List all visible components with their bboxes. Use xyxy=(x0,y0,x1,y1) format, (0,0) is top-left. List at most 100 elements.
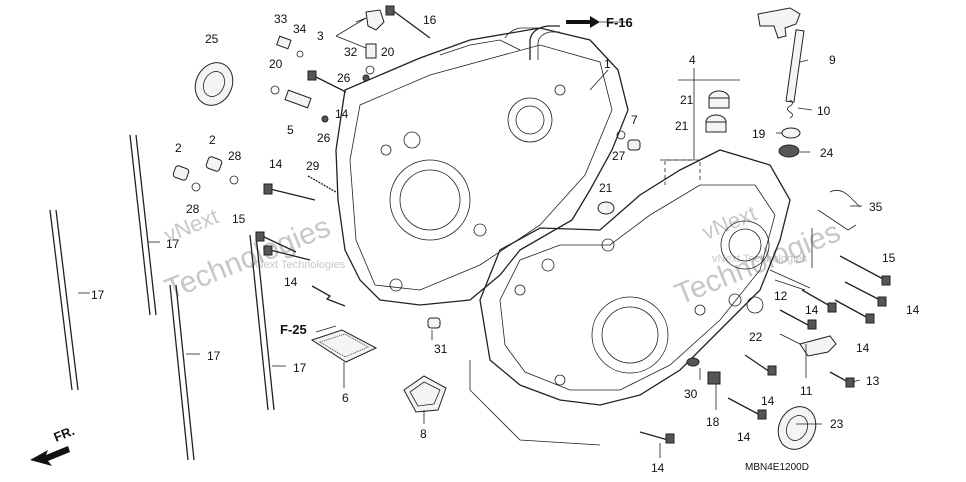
spring-10 xyxy=(787,99,793,119)
part-label-14[interactable]: 14 xyxy=(761,394,775,408)
part-label-27[interactable]: 27 xyxy=(612,149,626,163)
pin-33 xyxy=(276,35,292,50)
watermark-right-mid: vNext Technologies xyxy=(712,253,808,265)
part-label-4[interactable]: 4 xyxy=(689,53,696,67)
left-crankcase xyxy=(335,25,629,306)
fr-label: FR. xyxy=(52,423,77,445)
part-label-28[interactable]: 28 xyxy=(228,149,242,163)
part-label-16[interactable]: 16 xyxy=(423,13,437,27)
oil-seal-23 xyxy=(777,406,817,450)
seal-22 xyxy=(746,296,764,314)
part-label-17[interactable]: 17 xyxy=(166,237,180,251)
part-label-29[interactable]: 29 xyxy=(306,159,320,173)
part-label-30[interactable]: 30 xyxy=(684,387,698,401)
part-label-18[interactable]: 18 xyxy=(706,415,720,429)
part-label-34[interactable]: 34 xyxy=(293,22,307,36)
part-label-14[interactable]: 14 xyxy=(737,430,751,444)
leader-lines xyxy=(78,17,862,458)
o-ring-28-right xyxy=(229,175,239,185)
part-label-35[interactable]: 35 xyxy=(869,200,883,214)
part-label-11[interactable]: 11 xyxy=(800,384,813,398)
part-label-17[interactable]: 17 xyxy=(293,361,307,375)
dowel-2-left xyxy=(172,165,190,181)
right-crankcase xyxy=(479,149,791,406)
part-label-12[interactable]: 12 xyxy=(774,289,788,303)
part-label-8[interactable]: 8 xyxy=(420,427,427,441)
part-label-21[interactable]: 21 xyxy=(680,93,694,107)
bearing-21-low xyxy=(597,201,615,215)
o-ring-27 xyxy=(616,130,626,140)
part-label-14[interactable]: 14 xyxy=(856,341,870,355)
case-boundary-dashed xyxy=(664,159,701,185)
part-label-22[interactable]: 22 xyxy=(749,330,763,344)
part-label-9[interactable]: 9 xyxy=(829,53,836,67)
oil-seal-25 xyxy=(194,62,234,106)
part-label-7[interactable]: 7 xyxy=(631,113,638,127)
washer-30 xyxy=(686,357,700,367)
washer-19 xyxy=(781,127,801,139)
part-label-15[interactable]: 15 xyxy=(232,212,246,226)
part-label-31[interactable]: 31 xyxy=(434,342,448,356)
part-label-17[interactable]: 17 xyxy=(91,288,105,302)
washer-26-top xyxy=(362,74,370,82)
part-label-1[interactable]: 1 xyxy=(604,57,611,71)
part-label-15[interactable]: 15 xyxy=(882,251,896,265)
part-label-14[interactable]: 14 xyxy=(335,107,349,121)
part-label-6[interactable]: 6 xyxy=(342,391,349,405)
part-label-14[interactable]: 14 xyxy=(651,461,665,475)
clip-35 xyxy=(817,189,861,231)
part-label-2[interactable]: 2 xyxy=(209,133,216,147)
part-label-24[interactable]: 24 xyxy=(820,146,834,160)
watermark-mid: vNext Technologies xyxy=(250,259,346,271)
bolts xyxy=(255,5,891,444)
part-label-25[interactable]: 25 xyxy=(205,32,219,46)
nut-24 xyxy=(778,144,800,158)
part-label-21[interactable]: 21 xyxy=(599,181,613,195)
part-label-10[interactable]: 10 xyxy=(817,104,831,118)
shift-arm-9 xyxy=(757,7,801,39)
part-code: MBN4E1200D xyxy=(745,462,809,473)
valve-3 xyxy=(365,9,385,31)
part-label-21[interactable]: 21 xyxy=(675,119,689,133)
ref-f16-label[interactable]: F-16 xyxy=(606,15,633,30)
part-label-20[interactable]: 20 xyxy=(269,57,283,71)
part-label-20[interactable]: 20 xyxy=(381,45,395,59)
dowel-31 xyxy=(427,317,441,329)
cover-8 xyxy=(403,375,447,413)
part-label-26[interactable]: 26 xyxy=(317,131,331,145)
o-ring-28-left xyxy=(191,182,201,192)
part-label-14[interactable]: 14 xyxy=(284,275,298,289)
part-label-14[interactable]: 14 xyxy=(269,157,283,171)
washer-26-left xyxy=(321,115,329,123)
front-direction-arrow: FR. xyxy=(30,423,77,466)
part-label-3[interactable]: 3 xyxy=(317,29,324,43)
piece-32 xyxy=(365,43,377,59)
case-boundary-box xyxy=(469,360,601,446)
washer-34 xyxy=(296,50,304,58)
part-label-26[interactable]: 26 xyxy=(337,71,351,85)
ref-f16[interactable]: F-16 xyxy=(566,15,633,30)
studs-17 xyxy=(49,134,275,461)
part-label-23[interactable]: 23 xyxy=(830,417,844,431)
guide-12 xyxy=(769,269,811,291)
part-label-14[interactable]: 14 xyxy=(906,303,920,317)
part-label-28[interactable]: 28 xyxy=(186,202,200,216)
part-label-33[interactable]: 33 xyxy=(274,12,288,26)
dowel-7 xyxy=(627,139,641,151)
plug-18 xyxy=(707,371,721,385)
ref-f25-label[interactable]: F-25 xyxy=(280,322,307,337)
washer-20-top xyxy=(365,65,375,75)
watermark-right-line1: vNext xyxy=(699,200,761,244)
part-label-13[interactable]: 13 xyxy=(866,374,880,388)
ref-f25[interactable]: F-25 xyxy=(280,285,346,337)
part-label-5[interactable]: 5 xyxy=(287,123,294,137)
part-labels: 1 2 2 3 4 5 6 7 8 9 10 11 12 13 14 14 14… xyxy=(91,12,920,475)
part-label-2[interactable]: 2 xyxy=(175,141,182,155)
part-label-17[interactable]: 17 xyxy=(207,349,221,363)
part-label-32[interactable]: 32 xyxy=(344,45,358,59)
dowel-2-right xyxy=(205,156,223,172)
part-label-14[interactable]: 14 xyxy=(805,303,819,317)
oil-screen-6 xyxy=(310,329,378,363)
part-label-19[interactable]: 19 xyxy=(752,127,766,141)
